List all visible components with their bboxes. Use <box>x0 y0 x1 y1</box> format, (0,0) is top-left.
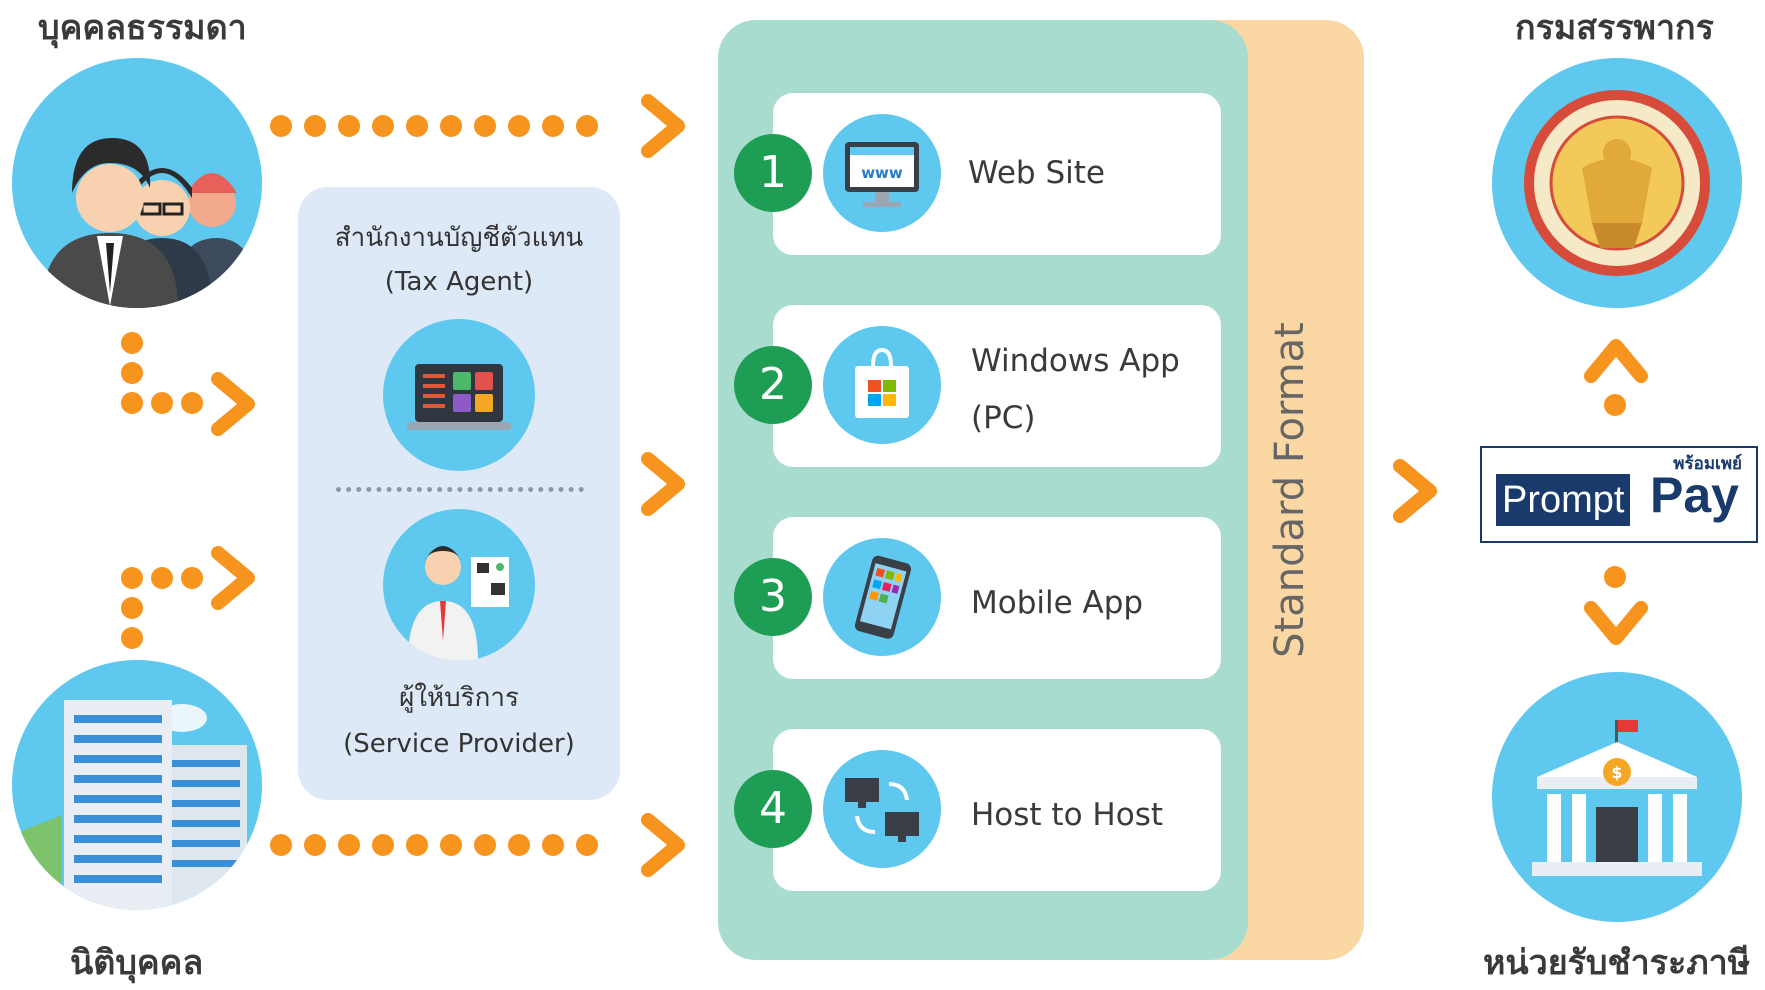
juristic-label: นิติบุคคล <box>70 943 204 983</box>
channel-label-windows-app: Windows App <box>971 343 1180 379</box>
tax-agent-en: (Tax Agent) <box>384 267 534 297</box>
channel-number-3: 3 <box>734 558 812 636</box>
promptpay-prompt-text: Prompt <box>1496 474 1631 526</box>
channel-number-2: 2 <box>734 346 812 424</box>
www-monitor-icon: www <box>823 114 941 232</box>
promptpay-thai-text: พร้อมเพย์ <box>1673 454 1742 474</box>
smartphone-icon <box>823 538 941 656</box>
calculator-laptop-icon <box>383 319 535 471</box>
channel-sublabel-windows-app: (PC) <box>971 400 1036 436</box>
store-bag-icon <box>823 326 941 444</box>
building-icon <box>12 660 262 910</box>
revenue-dept-label: กรมสรรพากร <box>1515 8 1714 48</box>
tax-agent-th: สำนักงานบัญชีตัวแทน <box>334 223 584 253</box>
host-sync-icon <box>823 750 941 868</box>
revenue-seal-icon <box>1492 58 1742 308</box>
agent-to-channels-arrow <box>641 452 685 516</box>
channel-number-1: 1 <box>734 134 812 212</box>
promptpay-pay-text: Pay <box>1650 467 1739 523</box>
channel-label-mobile-app: Mobile App <box>971 585 1144 621</box>
service-provider-icon <box>383 509 535 661</box>
svg-text:$: $ <box>1611 763 1622 782</box>
people-icon <box>12 58 262 308</box>
svg-text:www: www <box>861 164 903 182</box>
provider-en: (Service Provider) <box>343 729 575 759</box>
panel-divider <box>336 487 584 492</box>
channel-label-host-to-host: Host to Host <box>971 797 1163 833</box>
channel-number-4: 4 <box>734 770 812 848</box>
promptpay-logo: พร้อมเพย์ Prompt Pay <box>1480 446 1758 543</box>
standard-format-label: Standard Format <box>1267 322 1313 658</box>
tax-collector-label: หน่วยรับชำระภาษี <box>1483 943 1751 983</box>
individual-label: บุคคลธรรมดา <box>38 8 247 48</box>
channel-label-web-site: Web Site <box>968 155 1105 191</box>
provider-th: ผู้ให้บริการ <box>399 683 519 713</box>
bank-icon: $ <box>1492 672 1742 922</box>
channels-to-promptpay-arrow <box>1393 459 1437 523</box>
agent-panel: สำนักงานบัญชีตัวแทน (Tax Agent) ผู้ให้บร… <box>298 187 620 800</box>
